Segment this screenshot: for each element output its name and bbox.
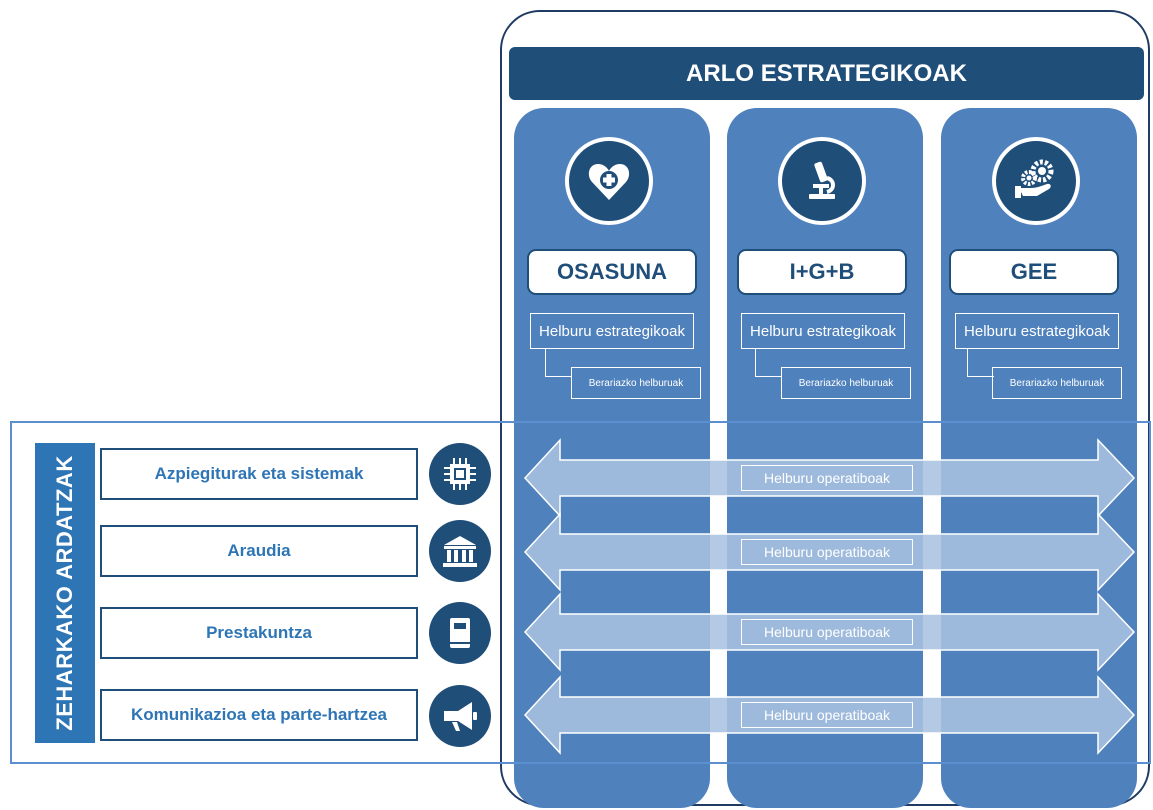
strategic-objective-igb: Helburu estrategikoak xyxy=(741,313,905,349)
heart-medical-icon xyxy=(565,137,653,225)
area-name-igb: I+G+B xyxy=(737,249,907,295)
connector-line xyxy=(967,349,994,377)
chip-icon xyxy=(429,443,491,505)
double-arrow xyxy=(523,512,1136,592)
area-name-osasuna: OSASUNA xyxy=(527,249,697,295)
connector-line xyxy=(755,349,782,377)
book-icon xyxy=(429,602,491,664)
cross-axes-label: ZEHARKAKO ARDATZAK xyxy=(35,443,95,743)
area-name-gee: GEE xyxy=(949,249,1119,295)
specific-objective-osasuna: Berariazko helburuak xyxy=(571,367,701,399)
double-arrow xyxy=(523,592,1136,672)
megaphone-icon xyxy=(429,685,491,747)
cross-axes-label-text: ZEHARKAKO ARDATZAK xyxy=(52,455,77,731)
strategic-objective-gee: Helburu estrategikoak xyxy=(955,313,1119,349)
connector-line xyxy=(545,349,572,377)
government-building-icon xyxy=(429,520,491,582)
axis-training: Prestakuntza xyxy=(100,607,418,659)
operational-objective-label: Helburu operatiboak xyxy=(741,465,913,491)
cross-axes-frame xyxy=(10,421,1151,764)
microscope-icon xyxy=(778,137,866,225)
axis-infrastructure: Azpiegiturak eta sistemak xyxy=(100,448,418,500)
operational-arrows xyxy=(523,438,1136,755)
axis-communication: Komunikazioa eta parte-hartzea xyxy=(100,689,418,741)
operational-objective-label: Helburu operatiboak xyxy=(741,702,913,728)
double-arrow xyxy=(523,438,1136,518)
specific-objective-gee: Berariazko helburuak xyxy=(992,367,1122,399)
axis-regulation: Araudia xyxy=(100,525,418,577)
strategic-areas-title: ARLO ESTRATEGIKOAK xyxy=(509,47,1144,100)
double-arrow xyxy=(523,675,1136,755)
strategic-objective-osasuna: Helburu estrategikoak xyxy=(530,313,694,349)
operational-objective-label: Helburu operatiboak xyxy=(741,619,913,645)
hand-gears-icon xyxy=(992,137,1080,225)
operational-objective-label: Helburu operatiboak xyxy=(741,539,913,565)
specific-objective-igb: Berariazko helburuak xyxy=(781,367,911,399)
